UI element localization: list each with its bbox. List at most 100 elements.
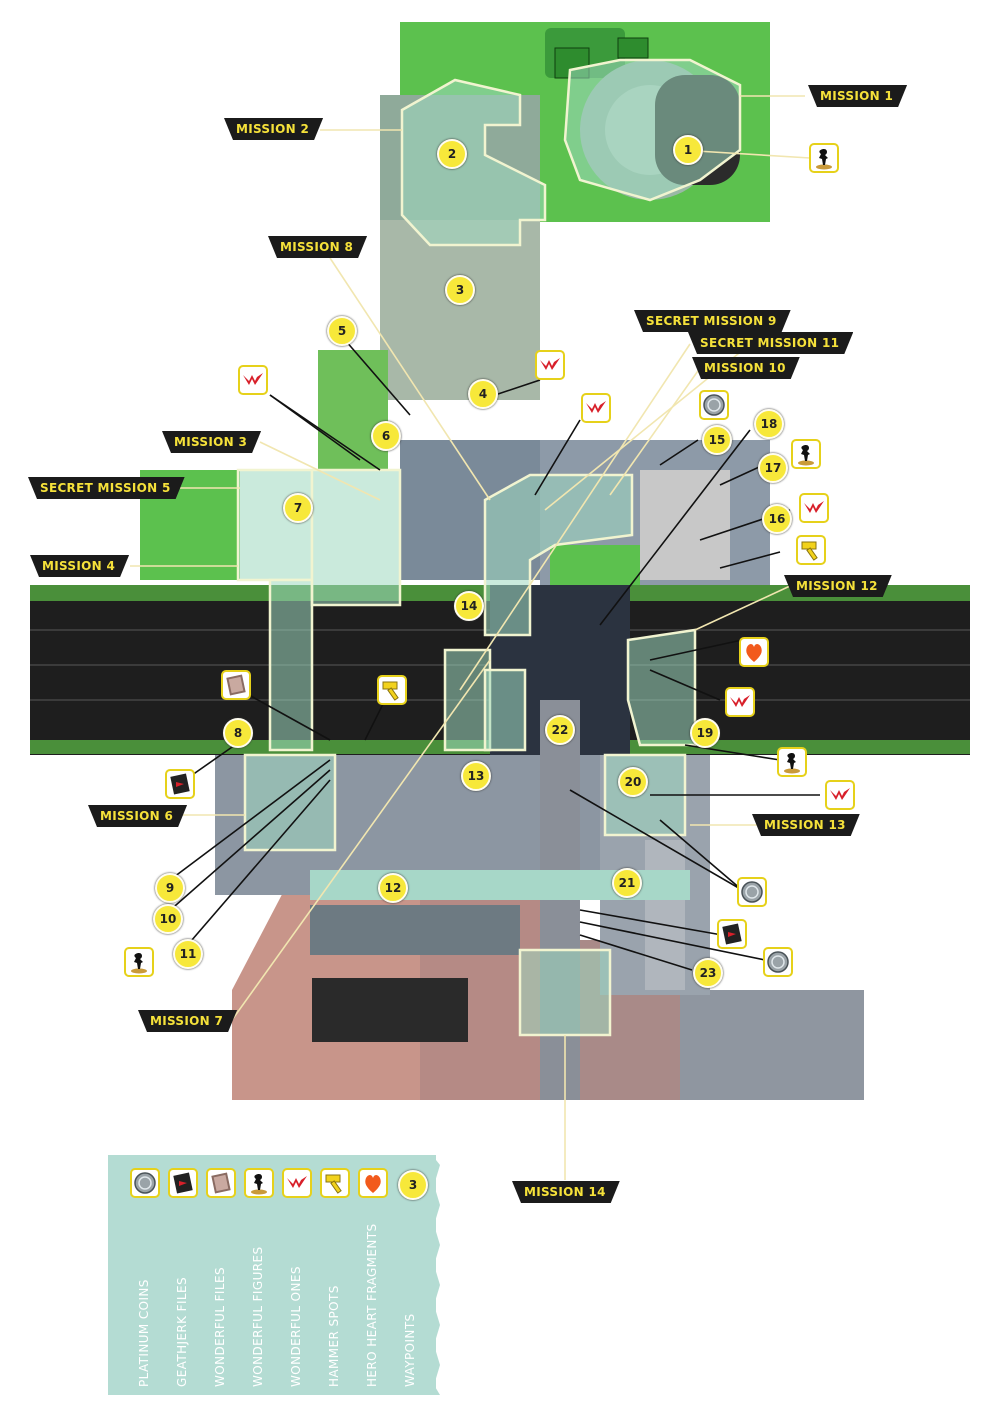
platinum-coin-icon[interactable] (699, 390, 729, 420)
race-track (640, 470, 730, 580)
mission-zones (236, 58, 742, 1037)
legend-item-platinum-coins: PLATINUM COINS (128, 1163, 162, 1393)
wonderful-ones-icon (282, 1168, 312, 1198)
platinum-coin-icon[interactable] (737, 877, 767, 907)
waypoint-8: 8 (223, 718, 253, 748)
label-mission-10: MISSION 10 (692, 357, 800, 379)
curved-road (645, 840, 685, 990)
legend-label: HAMMER SPOTS (327, 1285, 341, 1387)
zone-mission-6 (243, 753, 337, 852)
residential-north (380, 220, 540, 400)
waypoint-19: 19 (690, 718, 720, 748)
zone-mission-1 (563, 58, 742, 202)
waypoint-3: 3 (445, 275, 475, 305)
zone-mission-12 (626, 628, 697, 747)
waypoint-20: 20 (618, 767, 648, 797)
pointer-lines (167, 339, 820, 971)
waypoint-10: 10 (153, 904, 183, 934)
wonderful-figure-icon[interactable] (124, 947, 154, 977)
label-secret-mission-11: SECRET MISSION 11 (688, 332, 853, 354)
park-west (318, 350, 388, 470)
waypoint-15: 15 (702, 425, 732, 455)
wonderful-figure-icon[interactable] (777, 747, 807, 777)
label-mission-4: MISSION 4 (30, 555, 129, 577)
wonderful-file-icon[interactable] (221, 670, 251, 700)
wonderful-ones-icon[interactable] (581, 393, 611, 423)
dark-rooftop (312, 978, 468, 1042)
waypoint-12: 12 (378, 873, 408, 903)
park-field (617, 37, 649, 59)
waypoint-6: 6 (371, 421, 401, 451)
legend-label: GEATHJERK FILES (175, 1277, 189, 1387)
legend-item-hammer-spots: HAMMER SPOTS (318, 1163, 352, 1393)
platinum-coin-icon (130, 1168, 160, 1198)
legend-item-waypoints: 3 WAYPOINTS (394, 1163, 428, 1393)
wonderful-ones-icon[interactable] (238, 365, 268, 395)
legend-torn-edge (432, 1155, 440, 1395)
label-mission-14: MISSION 14 (512, 1181, 620, 1203)
park-small (550, 545, 640, 585)
legend-item-geathjerk-files: GEATHJERK FILES (166, 1163, 200, 1393)
waypoint-18: 18 (754, 409, 784, 439)
geathjerk-file-icon (168, 1168, 198, 1198)
wonderful-figure-icon (244, 1168, 274, 1198)
legend-label: WAYPOINTS (403, 1313, 417, 1387)
waypoint-4: 4 (468, 379, 498, 409)
zone-mission-3 (310, 468, 402, 607)
legend-label: WONDERFUL ONES (289, 1266, 303, 1387)
zone-mission-4 (236, 468, 314, 582)
label-mission-12: MISSION 12 (784, 575, 892, 597)
zone-mission-2 (400, 78, 547, 247)
waypoint-17: 17 (758, 453, 788, 483)
hammer-spot-icon[interactable] (796, 535, 826, 565)
waypoint-7: 7 (283, 493, 313, 523)
wonderful-ones-icon[interactable] (825, 780, 855, 810)
wonderful-ones-icon[interactable] (535, 350, 565, 380)
legend-label: WONDERFUL FILES (213, 1267, 227, 1387)
building-row (310, 905, 520, 955)
zone-mission-14-field (443, 648, 492, 752)
waypoint-13: 13 (461, 761, 491, 791)
zone-mission-8 (483, 473, 634, 637)
wonderful-ones-icon[interactable] (799, 493, 829, 523)
label-mission-13: MISSION 13 (752, 814, 860, 836)
geathjerk-file-icon[interactable] (165, 769, 195, 799)
label-mission-6: MISSION 6 (88, 805, 187, 827)
hero-heart-fragment-icon (358, 1168, 388, 1198)
hero-heart-fragment-icon[interactable] (739, 637, 769, 667)
wonderful-figure-icon[interactable] (791, 439, 821, 469)
waypoint-icon: 3 (398, 1170, 428, 1200)
hammer-spot-icon[interactable] (377, 675, 407, 705)
waypoint-1: 1 (673, 135, 703, 165)
waypoint-22: 22 (545, 715, 575, 745)
label-secret-mission-9: SECRET MISSION 9 (634, 310, 791, 332)
legend-item-wonderful-ones: WONDERFUL ONES (280, 1163, 314, 1393)
geathjerk-file-icon[interactable] (717, 919, 747, 949)
hammer-spot-icon (320, 1168, 350, 1198)
platinum-coin-icon[interactable] (763, 947, 793, 977)
legend-item-hero-heart-fragments: HERO HEART FRAGMENTS (356, 1163, 390, 1393)
legend-label: WONDERFUL FIGURES (251, 1246, 265, 1388)
zone-mission-14 (518, 948, 612, 1037)
label-mission-7: MISSION 7 (138, 1010, 237, 1032)
waypoint-16: 16 (762, 504, 792, 534)
label-secret-mission-5: SECRET MISSION 5 (28, 477, 185, 499)
waypoint-14: 14 (454, 591, 484, 621)
legend-item-wonderful-figures: WONDERFUL FIGURES (242, 1163, 276, 1393)
label-mission-2: MISSION 2 (224, 118, 323, 140)
wonderful-ones-icon[interactable] (725, 687, 755, 717)
label-mission-3: MISSION 3 (162, 431, 261, 453)
waypoint-2: 2 (437, 139, 467, 169)
wonderful-file-icon (206, 1168, 236, 1198)
wonderful-figure-icon[interactable] (809, 143, 839, 173)
zone-mission-6-bridge (268, 578, 314, 752)
waypoint-21: 21 (612, 868, 642, 898)
zone-mission-14-east (483, 668, 527, 752)
label-mission-1: MISSION 1 (808, 85, 907, 107)
leader-lines (130, 95, 811, 1180)
waypoint-11: 11 (173, 939, 203, 969)
legend-label: PLATINUM COINS (137, 1279, 151, 1387)
waypoint-5: 5 (327, 316, 357, 346)
waypoint-9: 9 (155, 873, 185, 903)
